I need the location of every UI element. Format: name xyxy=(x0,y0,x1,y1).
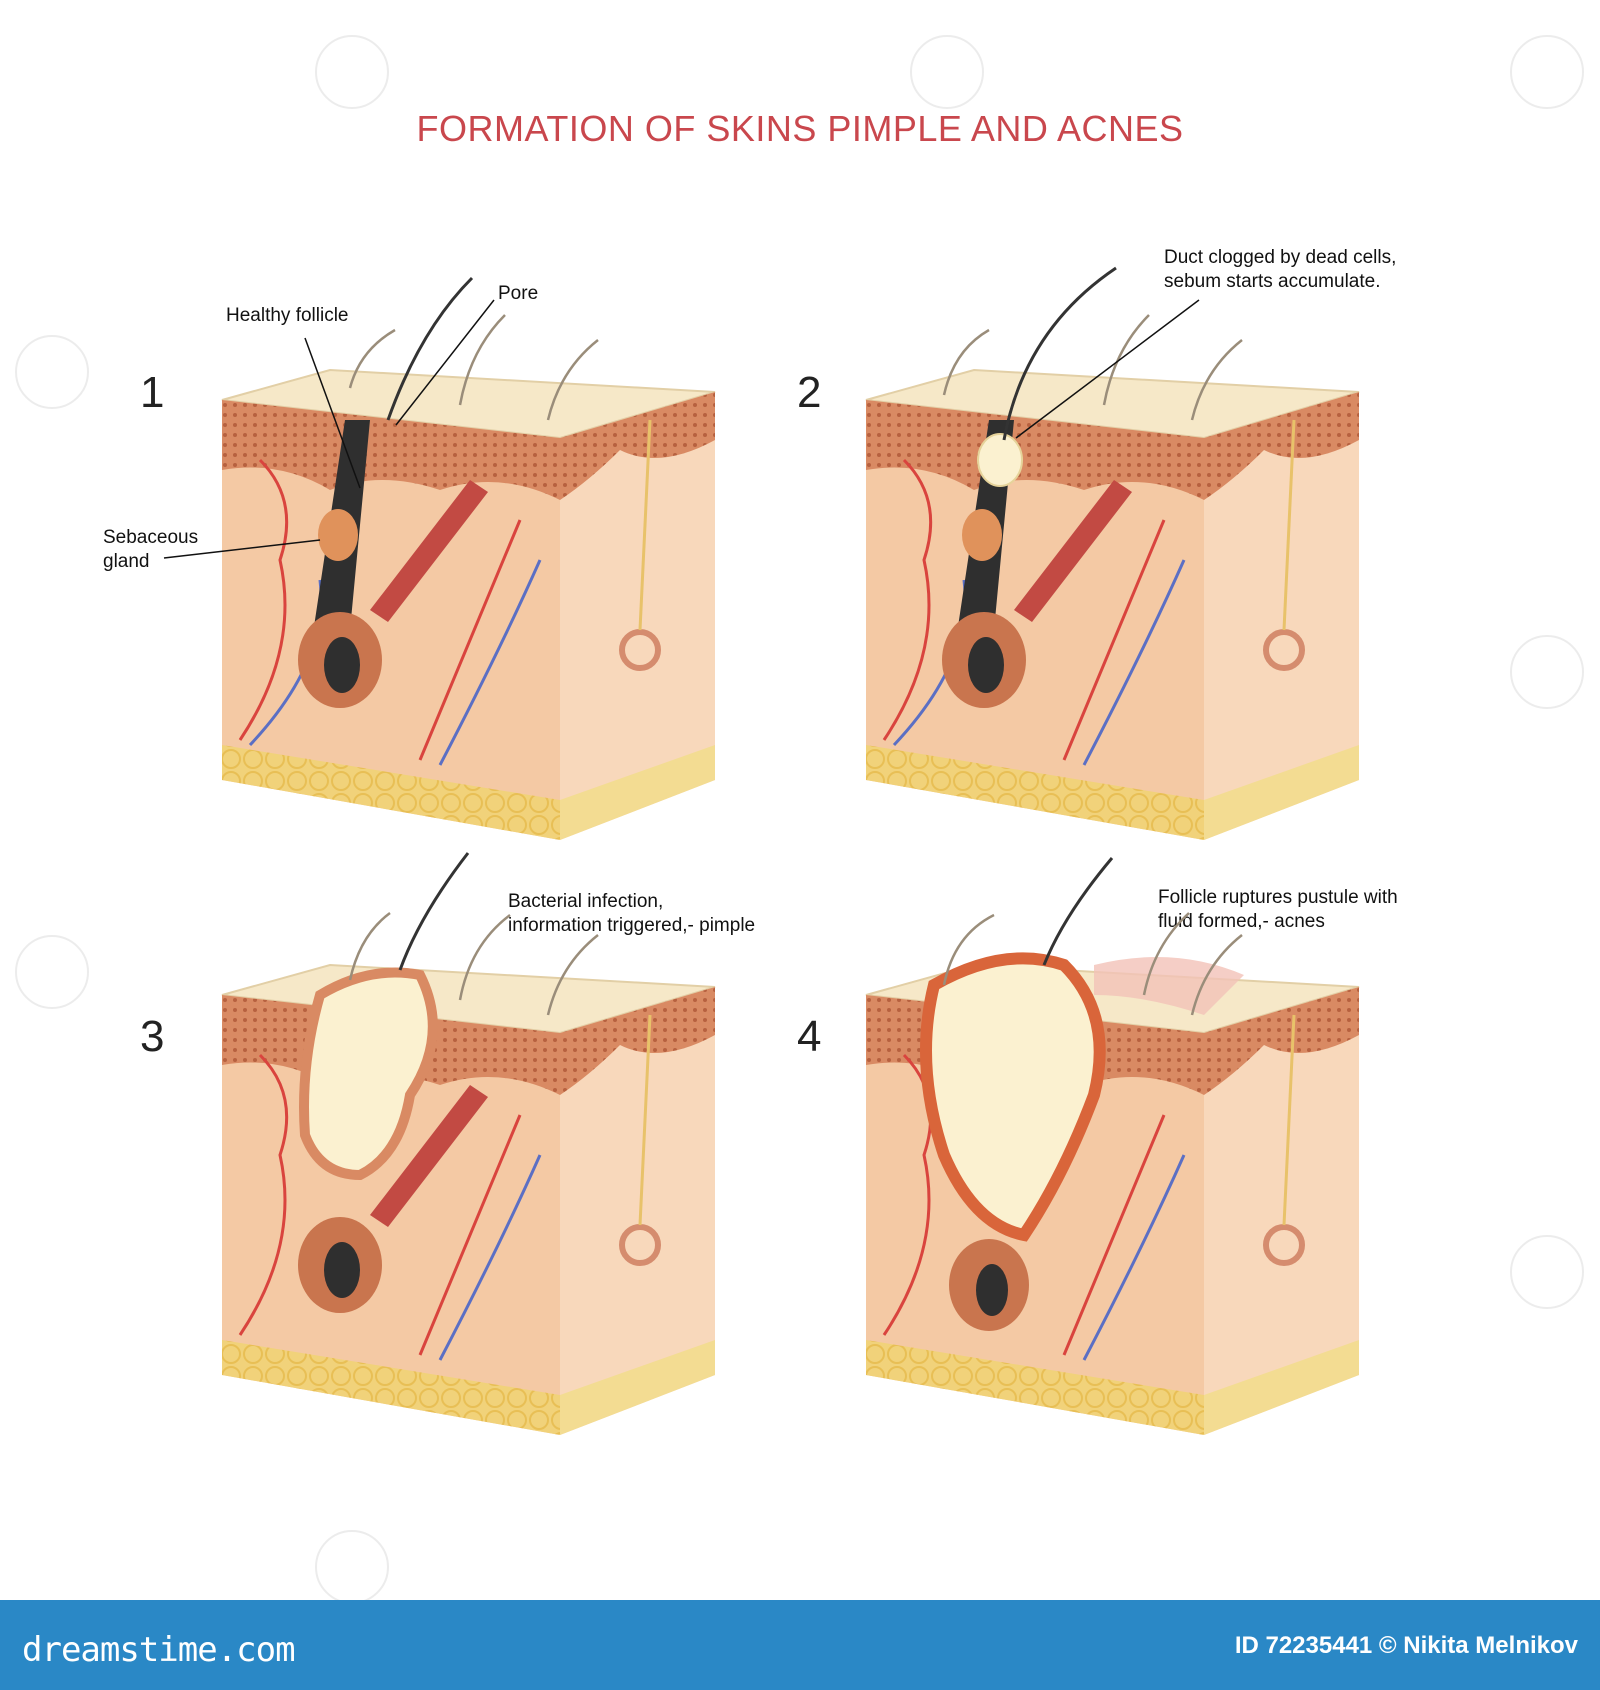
image-credit: ID 72235441 © Nikita Melnikov xyxy=(1234,1632,1578,1659)
watermark-icon xyxy=(15,935,89,1009)
watermark-icon xyxy=(1510,635,1584,709)
watermark-icon xyxy=(1510,1235,1584,1309)
skin-block-panel-3 xyxy=(221,852,716,1435)
skin-block-panel-2 xyxy=(865,266,1360,840)
watermark-icon xyxy=(1510,35,1584,109)
watermark-icon xyxy=(315,35,389,109)
skin-block-panel-4 xyxy=(865,857,1360,1435)
label-bacterial-infection: Bacterial infection, information trigger… xyxy=(508,891,756,936)
panel-1-number: 1 xyxy=(140,368,165,417)
label-pore: Pore xyxy=(498,283,539,304)
footer-bar: dreamstime.com ID 72235441 © Nikita Meln… xyxy=(0,1600,1600,1690)
label-sebaceous-gland: Sebaceous gland xyxy=(103,527,199,572)
panel-2-number: 2 xyxy=(797,368,822,417)
watermark-icon xyxy=(910,35,984,109)
label-healthy-follicle: Healthy follicle xyxy=(226,305,349,326)
label-follicle-ruptures: Follicle ruptures pustule with fluid for… xyxy=(1158,887,1398,932)
diagram-title: FORMATION OF SKINS PIMPLE AND ACNES xyxy=(416,108,1184,149)
label-duct-clogged: Duct clogged by dead cells, sebum starts… xyxy=(1164,247,1397,292)
skin-block-panel-1 xyxy=(163,266,1360,1435)
site-logo: dreamstime.com xyxy=(22,1630,296,1670)
watermark-icon xyxy=(15,335,89,409)
panel-4-number: 4 xyxy=(797,1012,822,1061)
panel-3-number: 3 xyxy=(140,1012,165,1061)
